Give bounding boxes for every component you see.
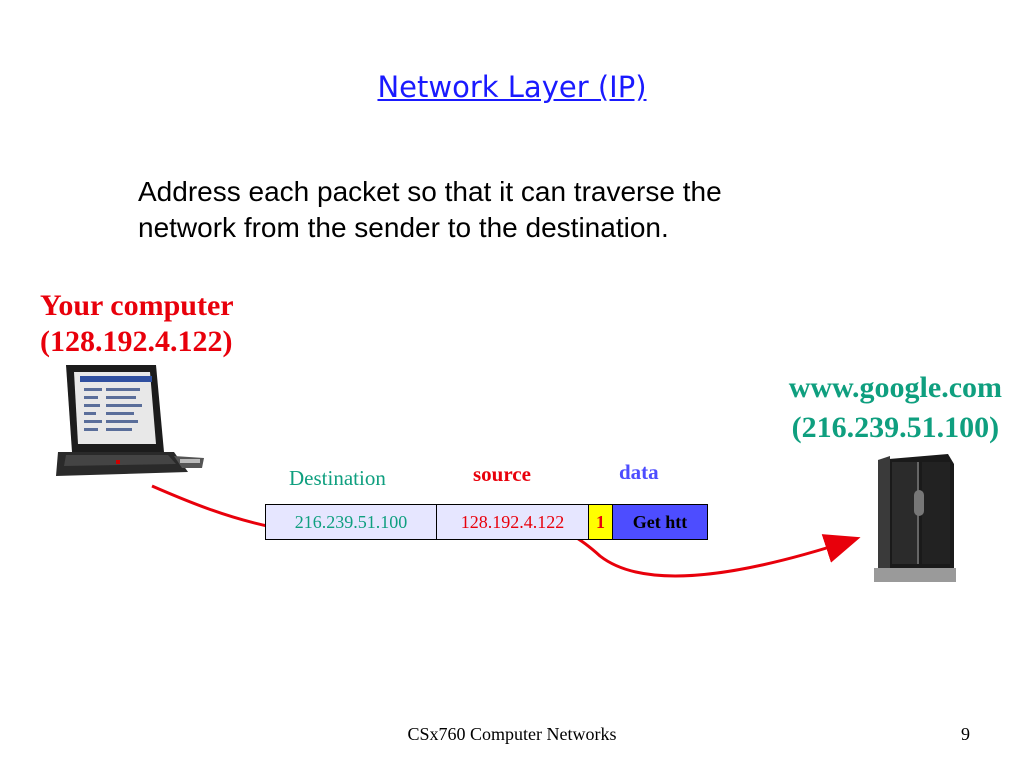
- ip-packet: 216.239.51.100 128.192.4.122 1 Get htt: [265, 504, 708, 540]
- laptop-icon: [56, 365, 204, 476]
- receiver-label: www.google.com (216.239.51.100): [789, 368, 1002, 448]
- sender-name: Your computer: [40, 289, 234, 322]
- destination-header: Destination: [289, 466, 386, 490]
- receiver-name: www.google.com: [788, 371, 1002, 404]
- data-header: data: [619, 460, 659, 484]
- footer-course: CSx760 Computer Networks: [407, 724, 617, 744]
- page-number: 9: [961, 724, 970, 744]
- packet-destination: 216.239.51.100: [266, 505, 437, 539]
- packet-number: 1: [589, 505, 613, 539]
- source-header: source: [473, 462, 531, 486]
- body-line-2: network from the sender to the destinati…: [138, 212, 669, 243]
- body-line-1: Address each packet so that it can trave…: [138, 176, 722, 207]
- packet-source: 128.192.4.122: [437, 505, 589, 539]
- packet-data: Get htt: [613, 505, 707, 539]
- slide-body: Address each packet so that it can trave…: [138, 174, 898, 246]
- sender-label: Your computer (128.192.4.122): [40, 288, 234, 360]
- slide-title: Network Layer (IP): [377, 70, 647, 104]
- server-icon: [870, 450, 960, 582]
- sender-ip: (128.192.4.122): [40, 325, 233, 358]
- receiver-ip: (216.239.51.100): [791, 411, 1000, 444]
